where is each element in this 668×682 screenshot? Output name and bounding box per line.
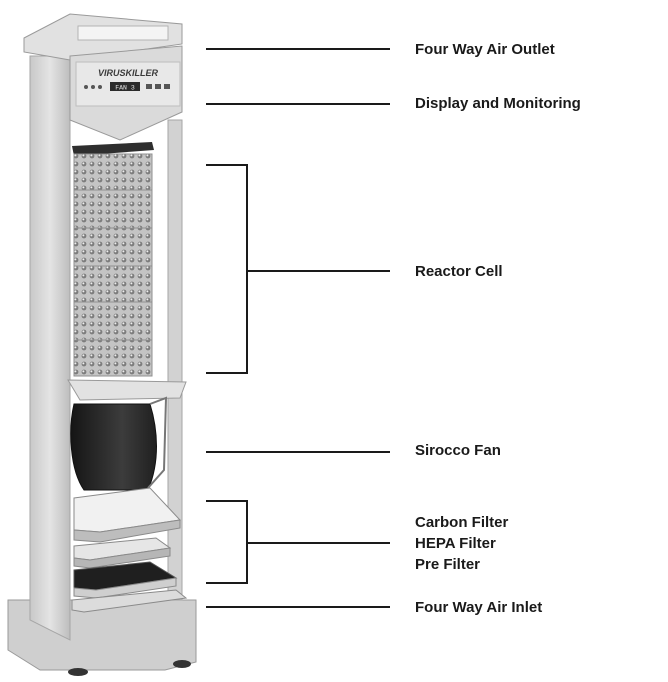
inlet-tray (71, 589, 188, 613)
purifier-unit: VIRUSKILLER FAN 3 (7, 13, 197, 676)
label-display-monitoring: Display and Monitoring (415, 95, 581, 112)
label-pre-filter: Pre Filter (415, 556, 481, 573)
brand-logo: VIRUSKILLER (98, 68, 159, 78)
reactor-cell (72, 142, 154, 377)
label-hepa-filter: HEPA Filter (415, 535, 496, 552)
display-reading: FAN 3 (115, 85, 135, 92)
display-screen (110, 82, 140, 91)
label-sirocco-fan: Sirocco Fan (415, 442, 501, 459)
bracket-reactor (206, 164, 248, 374)
foot-left (68, 668, 88, 676)
label-reactor-cell: Reactor Cell (415, 263, 503, 280)
label-air-inlet: Four Way Air Inlet (415, 599, 543, 616)
fan-bracket (147, 396, 168, 489)
side-column (29, 55, 71, 641)
foot-right (173, 660, 191, 668)
fan-shelf (67, 379, 187, 401)
leader-lines (206, 48, 390, 608)
display-buttons (84, 84, 170, 89)
outlet-grille (77, 25, 169, 41)
label-air-outlet: Four Way Air Outlet (415, 41, 555, 58)
label-carbon-filter: Carbon Filter (415, 514, 509, 531)
bracket-filters (206, 500, 248, 584)
sirocco-fan (70, 403, 157, 491)
